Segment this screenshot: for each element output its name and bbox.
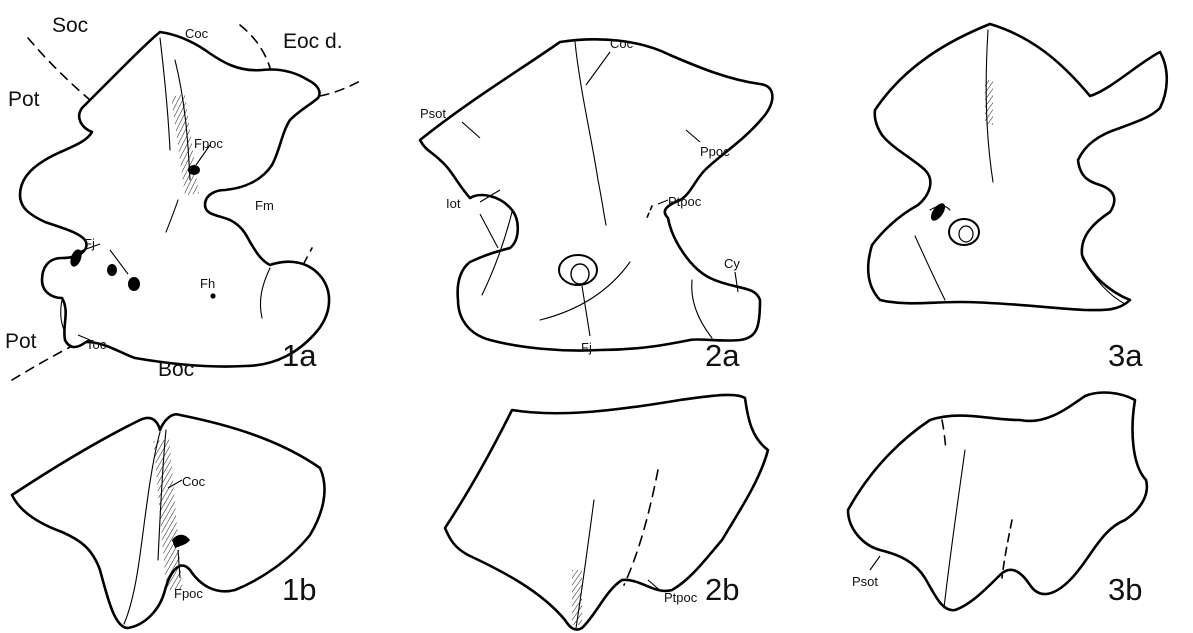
label-coc-1a: Coc xyxy=(185,26,209,41)
label-fj-2a: Fj xyxy=(581,340,592,355)
figure-label-3b: 3b xyxy=(1108,572,1142,607)
suture-line-eoc-right xyxy=(320,80,362,96)
label-fh: Fh xyxy=(200,276,215,291)
fj-foramen-2a xyxy=(571,264,589,284)
fj-foramen-1a-b xyxy=(107,264,117,276)
figure-3a: 3a xyxy=(868,24,1167,373)
label-ppoc: Ppoc xyxy=(700,144,730,159)
label-fm: Fm xyxy=(255,198,274,213)
label-cy: Cy xyxy=(724,256,740,271)
figure-3b: Psot 3b xyxy=(848,393,1147,611)
label-psot-2a: Psot xyxy=(420,106,446,121)
figure-label-2b: 2b xyxy=(705,572,739,607)
label-psot-3b: Psot xyxy=(852,574,878,589)
label-coc-2a: Coc xyxy=(610,36,634,51)
label-soc: Soc xyxy=(52,14,88,37)
fj-foramen-3a-b xyxy=(959,226,973,242)
bone-outline-3a xyxy=(868,24,1167,310)
label-ptpoc-2b: Ptpoc xyxy=(664,590,698,605)
fj-foramen-1a-c xyxy=(128,277,140,291)
bone-outline-1a xyxy=(20,32,329,367)
leader-psot-3b xyxy=(870,556,880,570)
label-eoc: Eoc d. xyxy=(283,30,343,53)
label-fj-1a: Fj xyxy=(84,236,95,251)
suture-line-eoc xyxy=(240,25,272,75)
figure-2a: Coc Psot Ppoc Iot Ptpoc Cy Fj 2a xyxy=(420,36,772,373)
figure-label-3a: 3a xyxy=(1108,338,1143,373)
hatching-3a xyxy=(985,80,993,125)
suture-line-right-tick xyxy=(303,248,312,265)
figure-label-1b: 1b xyxy=(282,572,316,607)
bone-outline-2a xyxy=(420,39,772,350)
figure-1b: Coc Fpoc 1b xyxy=(12,414,325,628)
label-iot: Iot xyxy=(446,196,461,211)
label-toc: Toc xyxy=(86,337,107,352)
figure-label-2a: 2a xyxy=(705,338,740,373)
label-fpoc-1b: Fpoc xyxy=(174,586,203,601)
label-pot-upper: Pot xyxy=(8,88,40,111)
fpoc-foramen-1a xyxy=(188,165,200,175)
hatching-2b xyxy=(572,570,582,625)
fh-foramen-1a xyxy=(210,293,215,298)
label-ptpoc-2a: Ptpoc xyxy=(668,194,702,209)
label-fpoc-1a: Fpoc xyxy=(194,136,223,151)
figure-1a: Soc Coc Eoc d. Pot Fpoc Fm Fj Fh Pot Toc… xyxy=(5,14,362,381)
figure-2b: Ptpoc 2b xyxy=(445,395,768,630)
label-boc: Boc xyxy=(158,358,194,381)
figure-label-1a: 1a xyxy=(282,338,317,373)
label-pot-lower: Pot xyxy=(5,330,37,353)
label-coc-1b: Coc xyxy=(182,474,206,489)
bone-outline-3b xyxy=(848,393,1147,611)
